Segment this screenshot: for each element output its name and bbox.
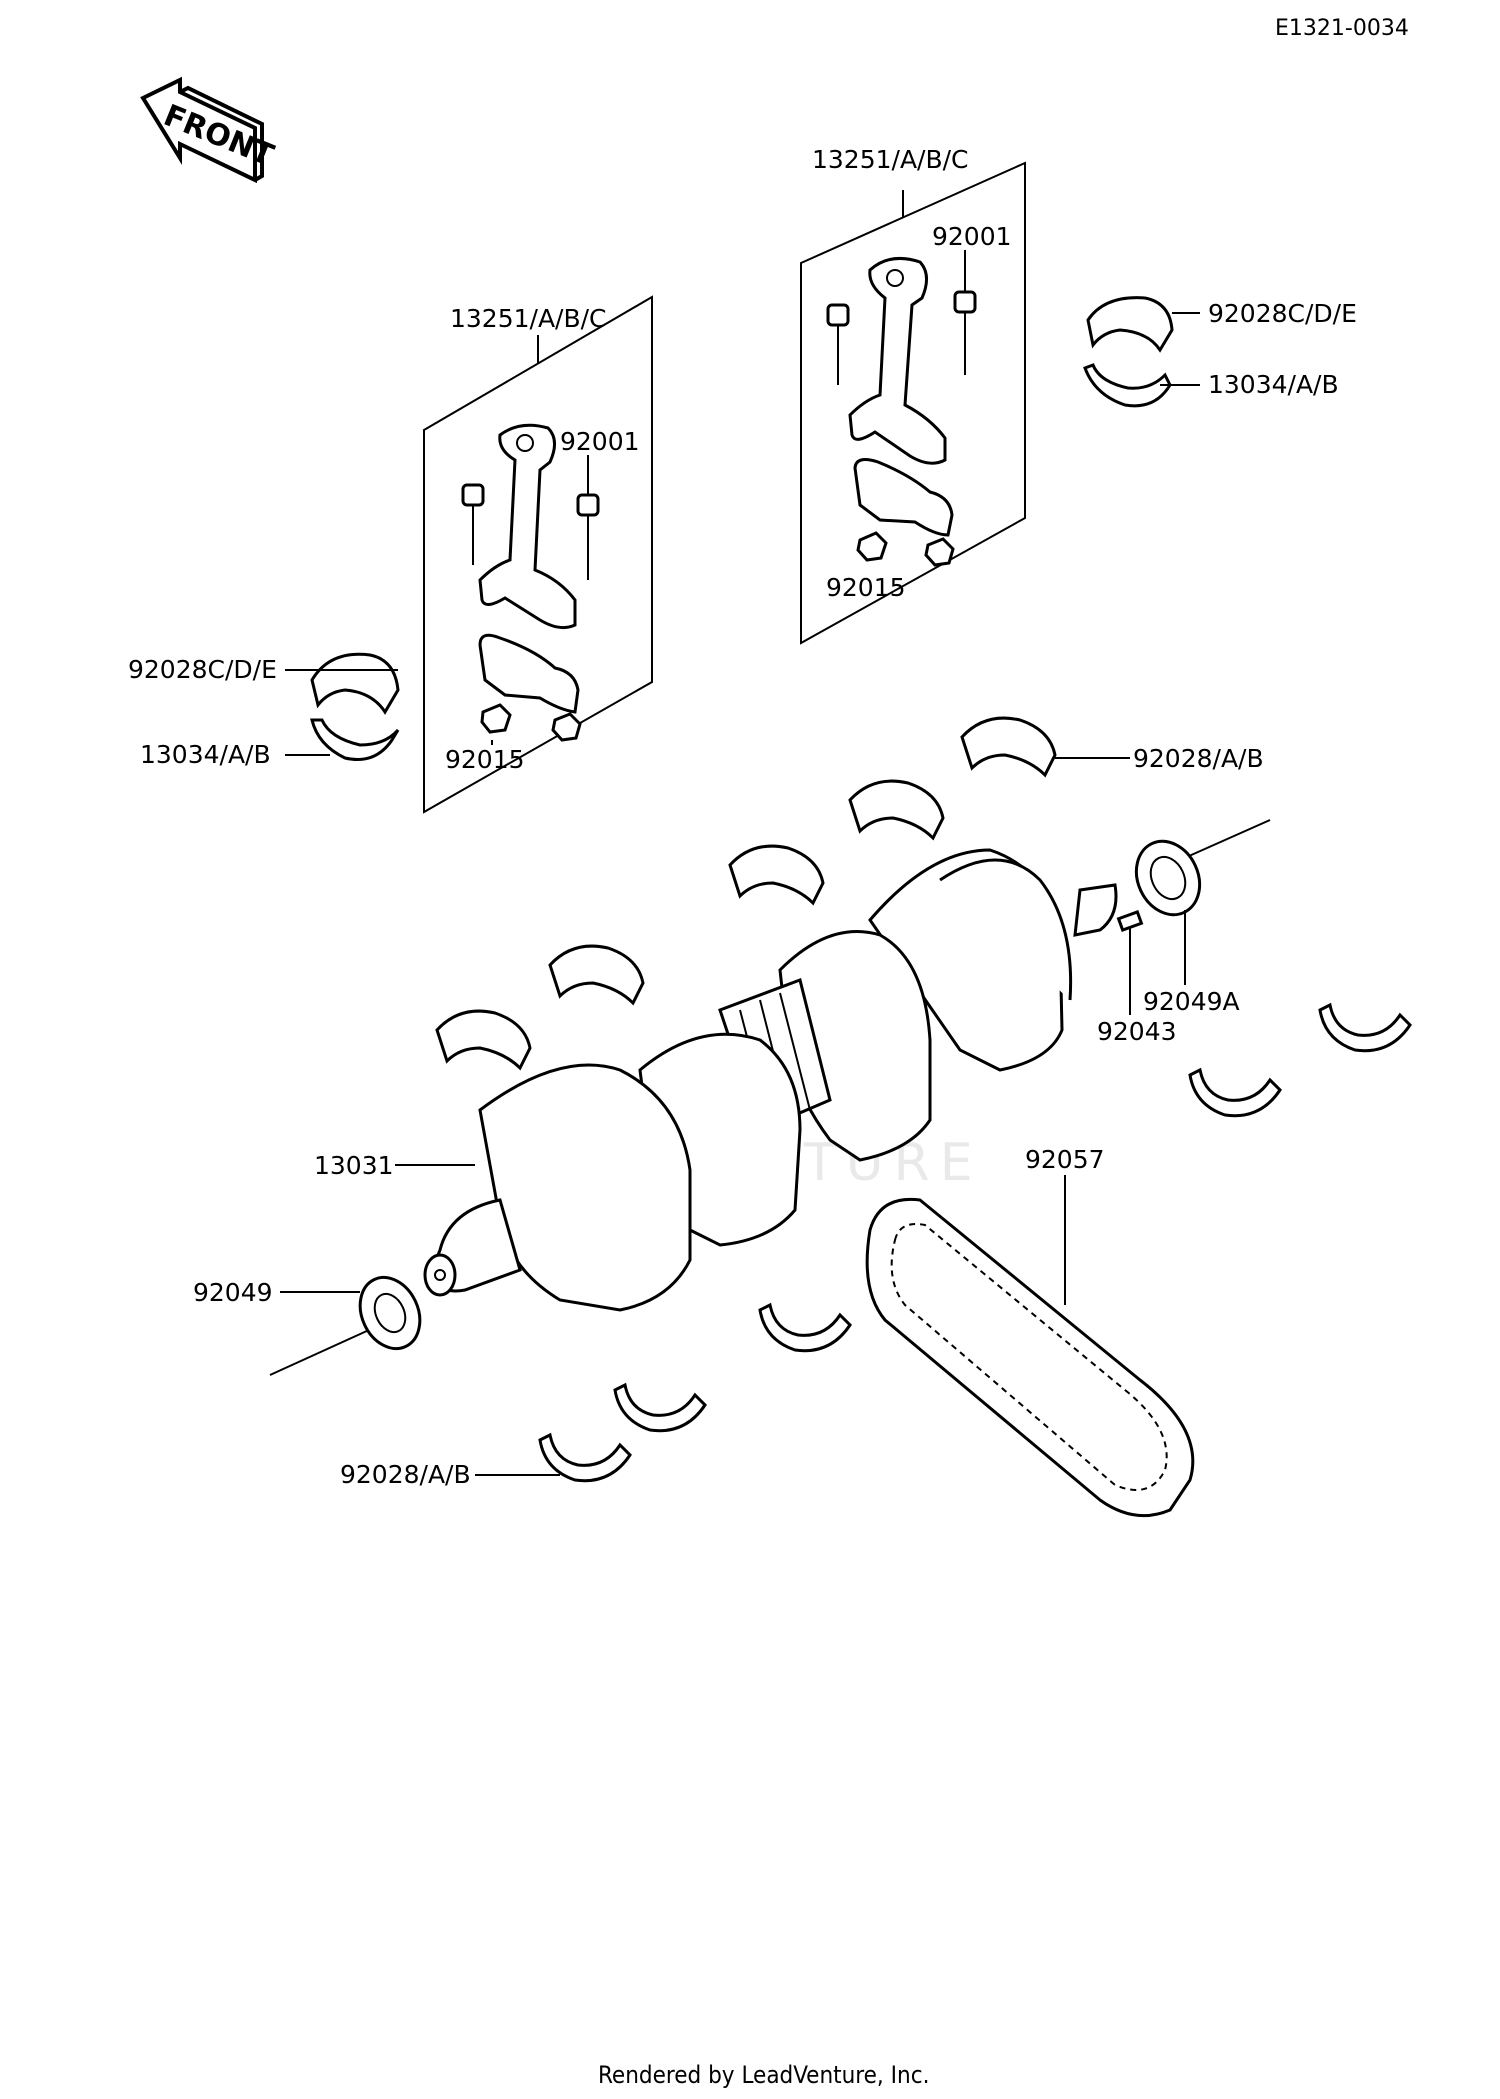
callout-bolt-right: 92001 [932,222,1012,251]
callout-oil-seal-left: 92049 [193,1278,273,1307]
callout-main-bearing-bottom: 92028/A/B [340,1460,471,1489]
crankshaft: 13031 [314,819,1271,1312]
oil-seal-left: 92049 [193,1275,422,1376]
callout-bearing-lower-right: 13034/A/B [1208,370,1339,399]
callout-key: 92043 [1097,1017,1177,1046]
rod-bearing-pair-right: 92028C/D/E 13034/A/B [1083,296,1357,408]
callout-conrod-right: 13251/A/B/C [812,145,969,174]
diagram-id: E1321-0034 [1275,16,1409,41]
callout-nut-right: 92015 [826,573,906,602]
footer-credit: Rendered by LeadVenture, Inc. [598,2061,929,2089]
callout-chain: 92057 [1025,1145,1105,1174]
main-bearing-shells-lower-right [1188,1002,1412,1118]
callout-conrod-left: 13251/A/B/C [450,304,607,333]
main-bearing-shells-lower-left: 92028/A/B [340,1302,852,1489]
callout-nut-left: 92015 [445,745,525,774]
main-bearing-shells-upper: 92028/A/B [435,716,1264,1071]
front-arrow-icon: FRONT [140,76,279,184]
cam-chain: 92057 [865,1145,1195,1518]
callout-oil-seal-right: 92049A [1143,987,1240,1016]
callout-bearing-upper-right: 92028C/D/E [1208,299,1357,328]
callout-bearing-lower-left: 13034/A/B [140,740,271,769]
callout-main-bearing-top: 92028/A/B [1133,744,1264,773]
conrod-set-right: 13251/A/B/C 92001 92015 [800,145,1026,645]
rod-bearing-pair-left: 92028C/D/E 13034/A/B [128,652,400,769]
callout-bolt-left: 92001 [560,427,640,456]
conrod-set-left: 13251/A/B/C 92001 92015 [423,295,653,814]
callout-bearing-upper-left: 92028C/D/E [128,655,277,684]
key-part: 92043 [1097,910,1177,1046]
callout-crankshaft: 13031 [314,1151,394,1180]
